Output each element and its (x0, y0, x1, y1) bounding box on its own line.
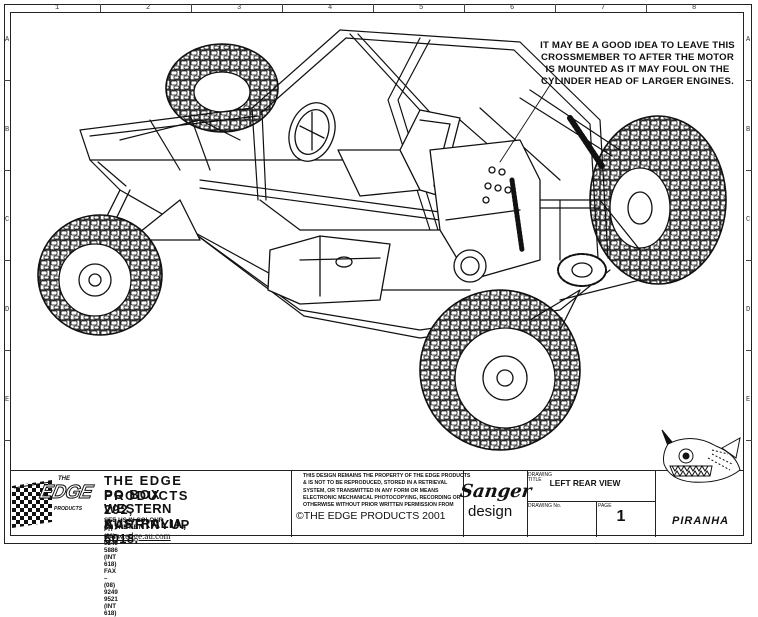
wheel-front-right (165, 43, 279, 133)
wheel-rear-left (419, 289, 581, 451)
note-leader-line (499, 81, 553, 163)
designer-sub: design (468, 503, 513, 520)
company-web-line: SEE US IN COLOUR ON THE NET www.edge.au.… (104, 517, 171, 541)
note-line-3: IS MOUNTED AS IT MAY FOUL ON THE (545, 64, 730, 75)
wheel-rear-right (589, 115, 727, 285)
title-block (10, 470, 744, 537)
drawing-number-label: DRAWING No. (528, 503, 562, 509)
steering-wheel (288, 102, 336, 162)
drawing-title-label: DRAWING TITLE (528, 472, 552, 483)
shock-absorbers (509, 115, 605, 253)
company-address-2: WESTERN AUSTRALIA, 6018. (104, 501, 187, 546)
phone-text: PH - (08) 9249 5886 (INT 618) (104, 526, 118, 568)
company-address-1: PO BOX 292, KARRINYUP (104, 487, 191, 532)
web-prefix: SEE US IN COLOUR ON THE NET (104, 517, 164, 531)
zone-row-e-right: E (746, 396, 751, 404)
zone-col-5: 5 (419, 4, 424, 12)
edge-products-logo (12, 480, 52, 528)
piranha-label: PIRANHA (672, 515, 730, 527)
zone-row-e: E (5, 396, 10, 404)
zone-row-c-right: C (746, 216, 751, 224)
drawing-info-cell (528, 471, 656, 537)
logo-products-text: PRODUCTS (54, 506, 83, 512)
drawing-sheet: 1 2 3 4 5 6 7 8 A B C D E A B C D E (4, 4, 755, 617)
wheel-front-left (37, 214, 163, 336)
rear-sprocket (557, 253, 607, 287)
zone-col-1: 1 (55, 4, 60, 12)
logo-the-text: THE (58, 476, 70, 482)
zone-row-b: B (5, 126, 10, 134)
outer-border (4, 4, 752, 544)
logo-edge-text: EDGE (37, 482, 95, 504)
zone-row-d-right: D (746, 306, 751, 314)
page-label: PAGE (598, 503, 612, 509)
inner-border (10, 12, 744, 536)
copyright-notice: THIS DESIGN REMAINS THE PROPERTY OF THE … (303, 473, 471, 509)
zone-row-a: A (5, 36, 10, 44)
company-name: THE EDGE PRODUCTS (104, 473, 189, 503)
copyright-line: ©THE EDGE PRODUCTS 2001 (296, 510, 446, 522)
company-cell (10, 471, 292, 537)
web-link[interactable]: www.edge.au.com (104, 531, 171, 541)
zone-row-c: C (5, 216, 10, 224)
copyright-cell (292, 471, 464, 537)
zone-row-b-right: B (746, 126, 751, 134)
zone-col-8: 8 (692, 4, 697, 12)
drawing-title: LEFT REAR VIEW (549, 478, 621, 488)
designer-name: Sanger (458, 481, 533, 502)
construction-note: IT MAY BE A GOOD IDEA TO LEAVE THIS CROS… (520, 40, 755, 88)
page-number: 1 (616, 508, 626, 525)
designer-cell (464, 471, 528, 537)
engine-block (429, 139, 541, 283)
zone-col-3: 3 (237, 4, 242, 12)
company-contact-line: PH - (08) 9249 5886 (INT 618) FAX – (08)… (104, 526, 120, 617)
zone-col-6: 6 (510, 4, 515, 12)
zone-row-d: D (5, 306, 10, 314)
zone-col-2: 2 (146, 4, 151, 12)
zone-row-a-right: A (746, 36, 751, 44)
zone-col-4: 4 (328, 4, 333, 12)
fax-text: FAX – (08) 9249 9521 (INT 618) (104, 568, 118, 617)
note-line-1: IT MAY BE A GOOD IDEA TO LEAVE THIS (540, 40, 735, 51)
piranha-mascot-image (661, 429, 741, 483)
note-line-4: CYLINDER HEAD OF LARGER ENGINES. (541, 76, 734, 87)
note-line-2: CROSSMEMBER TO AFTER THE MOTOR (541, 52, 734, 63)
buggy-chassis-drawing (37, 29, 727, 451)
zone-col-7: 7 (601, 4, 606, 12)
fuel-tank (267, 235, 391, 305)
